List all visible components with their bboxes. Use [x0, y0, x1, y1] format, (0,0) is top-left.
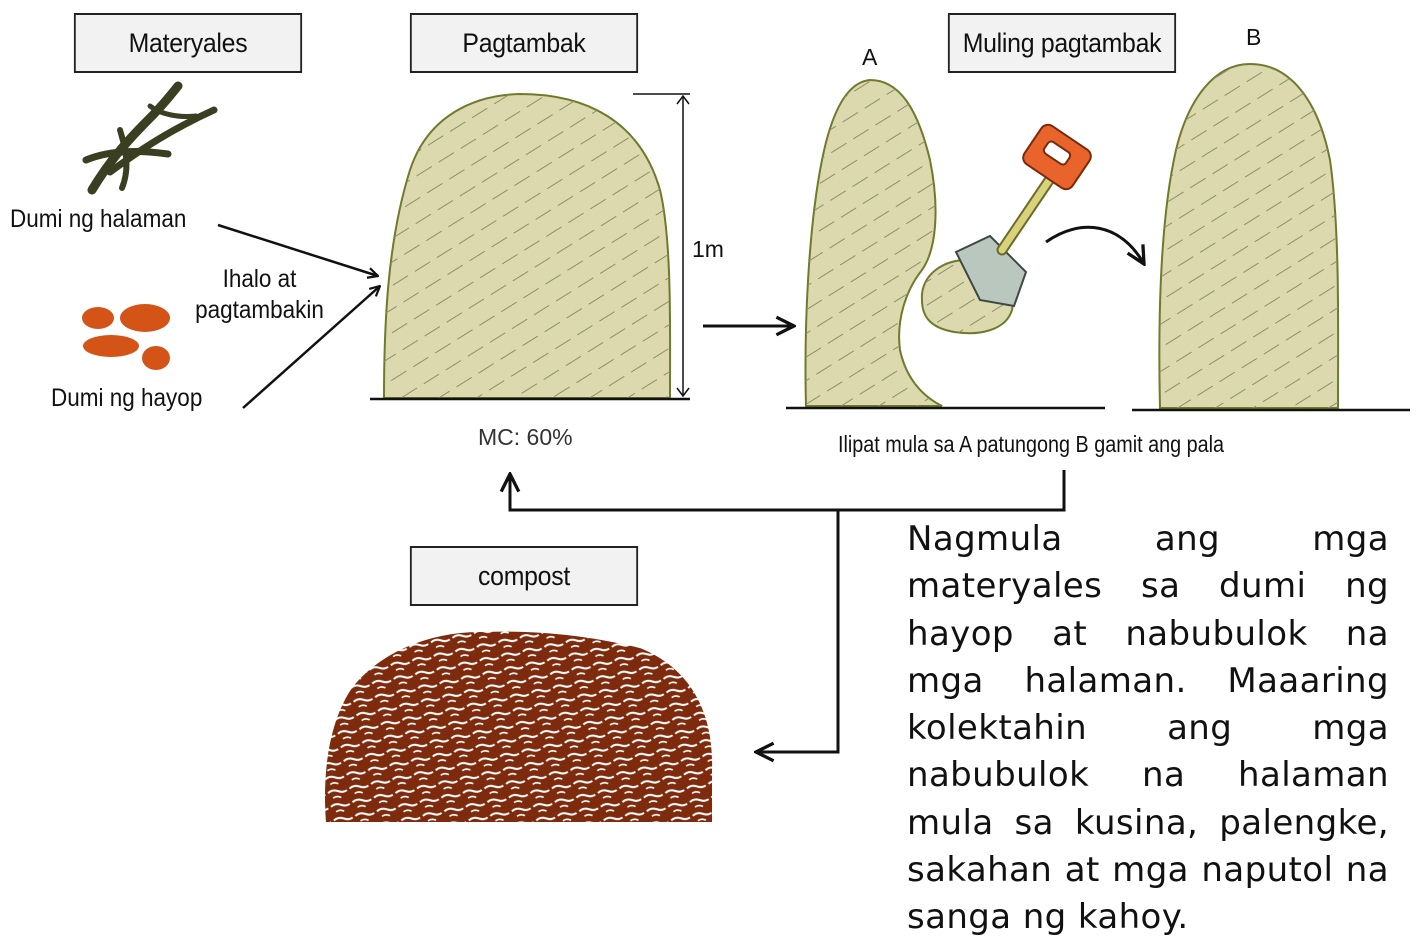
animal-waste-label: Dumi ng hayop: [51, 384, 202, 413]
materials-box: Materyales: [74, 13, 302, 73]
pile-a-label: A: [862, 44, 877, 71]
transfer-label: Ilipat mula sa A patungong B gamit ang p…: [838, 431, 1224, 458]
compost-heap: [325, 632, 712, 822]
compost-box: compost: [410, 546, 638, 606]
plant-waste-label: Dumi ng halaman: [10, 205, 186, 234]
transfer-arrow: [1046, 227, 1144, 264]
height-label: 1m: [692, 236, 724, 263]
pile-b-label: B: [1246, 24, 1261, 51]
shovel-icon: [956, 122, 1094, 306]
repiling-box: Muling pagtambak: [948, 13, 1176, 73]
moisture-label: MC: 60%: [478, 424, 573, 451]
pile-b: [1132, 64, 1410, 410]
initial-pile: [370, 94, 690, 399]
piling-box: Pagtambak: [410, 13, 638, 73]
description-text: Nagmula ang mga materyales sa dumi ng ha…: [907, 516, 1389, 942]
animal-waste-icon: [82, 304, 170, 370]
mix-and-pile-label: Ihalo at pagtambakin: [192, 264, 327, 326]
plant-waste-icon: [86, 86, 214, 190]
